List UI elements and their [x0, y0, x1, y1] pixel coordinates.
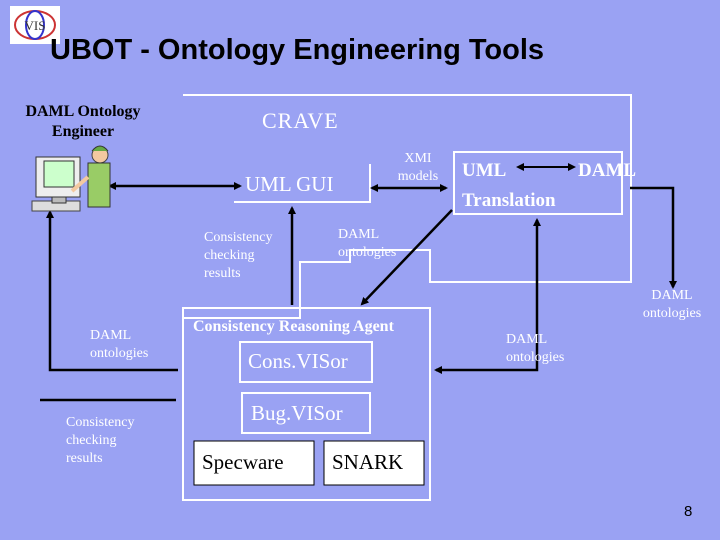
crave-daml-ontologies: DAML ontologies [338, 226, 428, 262]
arrow-engineer-agent-daml [46, 210, 178, 372]
left-check-line3: results [66, 451, 103, 466]
xmi-models-label: XMI models [388, 150, 448, 186]
crave-daml-line1: DAML [338, 227, 380, 242]
left-check-line2: checking [66, 433, 117, 448]
translation-daml-label: DAML [578, 160, 637, 181]
page-number: 8 [684, 503, 693, 520]
consistency-reasoning-agent-title: Consistency Reasoning Agent [193, 318, 394, 335]
engineer-label-line2: Engineer [51, 123, 115, 140]
person-at-computer-icon [31, 145, 111, 212]
specware-box [193, 440, 315, 486]
translation-label: Translation [462, 190, 556, 211]
vis-logo-icon: VIS [10, 6, 60, 44]
left-daml-line2: ontologies [90, 346, 149, 361]
consvisor-box [239, 341, 373, 383]
left-check-line1: Consistency [66, 415, 135, 430]
right-daml-line1: DAML [651, 288, 693, 303]
arrow-translation-agent [434, 218, 541, 374]
xmi-line1: XMI [404, 151, 432, 166]
crave-consistency-results: Consistency checking results [204, 229, 314, 283]
engineer-label-line1: DAML Ontology [25, 103, 141, 120]
consvisor-label: Cons.VISor [248, 349, 348, 373]
xmi-line2: models [397, 169, 439, 184]
snark-box [323, 440, 425, 486]
page-title: UBOT - Ontology Engineering Tools [50, 34, 545, 66]
crave-check-line2: checking [204, 248, 255, 263]
mid-daml-line1: DAML [506, 332, 548, 347]
arrow-translation-right [630, 186, 677, 289]
uml-gui-label: UML GUI [245, 172, 334, 196]
crave-check-line1: Consistency [204, 230, 273, 245]
crave-check-line3: results [204, 266, 241, 281]
bugvisor-label: Bug.VISor [251, 401, 343, 425]
right-daml-ontologies: DAML ontologies [632, 287, 712, 323]
uml-gui-box [234, 164, 371, 203]
crave-title: CRAVE [262, 108, 339, 133]
bugvisor-box [241, 392, 371, 434]
logo-text: VIS [25, 18, 46, 33]
right-daml-line2: ontologies [642, 306, 702, 321]
cra-box [182, 307, 431, 501]
engineer-label: DAML Ontology Engineer [8, 102, 158, 142]
crave-daml-line2: ontologies [338, 245, 397, 260]
translation-box [453, 151, 623, 215]
specware-label: Specware [202, 450, 284, 474]
left-daml-line1: DAML [90, 328, 132, 343]
translation-uml-label: UML [462, 160, 507, 181]
mid-daml-ontologies: DAML ontologies [506, 331, 596, 367]
snark-label: SNARK [332, 450, 404, 474]
mid-daml-line2: ontologies [506, 350, 565, 365]
left-consistency-results: Consistency checking results [66, 414, 166, 468]
crave-boundary [183, 94, 632, 319]
left-daml-ontologies: DAML ontologies [90, 327, 180, 363]
